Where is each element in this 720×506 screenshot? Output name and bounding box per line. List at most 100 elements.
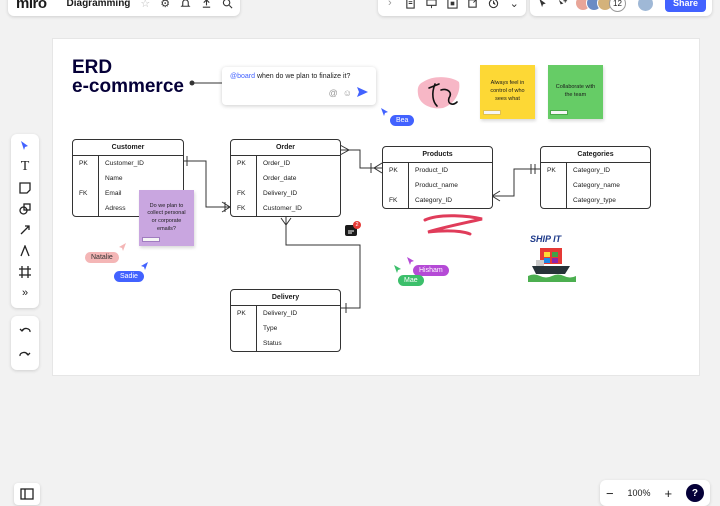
comment-count-badge: 2 [353,221,361,229]
red-scribble [423,214,483,236]
cursor-icon[interactable] [536,0,550,10]
key-cell [383,178,408,193]
topbar-collab: 12 Share [530,0,712,16]
frames-icon[interactable] [446,0,458,10]
more-tools-icon[interactable]: » [21,287,29,299]
miro-logo[interactable]: miro [16,0,47,12]
notes-icon[interactable] [405,0,417,10]
panel-toggle-button[interactable] [14,483,40,505]
entity-title: Products [383,147,492,163]
field-cell[interactable]: Status [263,340,282,347]
field-cell[interactable]: Category_ID [573,167,611,174]
key-column: PK [541,163,567,208]
user-avatar[interactable] [637,0,654,12]
field-cell[interactable]: Category_type [573,197,616,204]
avatar-stack[interactable]: 12 [575,0,626,12]
field-cell[interactable]: Product_name [415,182,458,189]
cursor-label-bea: Bea [390,115,415,126]
connector-tool-icon[interactable] [15,222,35,238]
field-cell[interactable]: Category_name [573,182,620,189]
key-column: PK [231,306,257,351]
shapes-tool-icon[interactable] [15,201,35,217]
timer-icon[interactable] [488,0,500,10]
title-line-1: ERD [72,57,113,78]
key-cell: PK [547,167,556,174]
field-cell[interactable]: Category_ID [415,197,453,204]
field-cell[interactable]: Customer_ID [263,205,302,212]
sticky-note-text: Collaborate with the team [555,84,596,98]
key-cell: PK [237,310,246,317]
field-cell[interactable]: Order_ID [263,160,291,167]
entity-title: Order [231,140,340,156]
sticky-note-yellow[interactable]: Always feel in control of who sees what [480,65,535,119]
zoom-in-button[interactable]: + [664,485,673,501]
avatar-count[interactable]: 12 [609,0,626,12]
chevron-icon[interactable]: › [388,0,392,9]
sticky-note-text: Do we plan to collect personal or corpor… [147,202,186,232]
zoom-out-button[interactable]: − [606,485,614,501]
redo-icon[interactable] [15,347,35,363]
field-cell[interactable]: Type [263,325,278,332]
cursor-label-natalie: Natalie [85,252,119,263]
products-categories-connector [492,168,540,197]
left-toolbar: T » [11,134,39,308]
sticky-reactions [483,110,501,115]
select-tool-icon[interactable] [15,138,35,154]
entity-title: Categories [541,147,650,163]
emoji-icon[interactable]: ☺ [342,88,352,98]
customer-order-connector [184,160,230,208]
zoom-level[interactable]: 100% [627,488,651,498]
reactions-icon[interactable] [555,0,569,10]
key-cell [73,201,98,216]
entity-title: Delivery [231,290,340,306]
cursor-pointer-icon [141,262,148,270]
pen-tool-icon[interactable] [15,243,35,259]
sticky-note-purple[interactable]: Do we plan to collect personal or corpor… [139,190,194,246]
field-cell[interactable]: Customer_ID [105,160,144,167]
bell-icon[interactable] [180,0,191,10]
cursor-label-sadie: Sadie [114,271,144,282]
order-delivery-connector [285,212,361,309]
at-mention-icon[interactable]: @ [328,88,338,98]
chevron-down-icon[interactable]: ⌄ [509,0,519,10]
star-icon[interactable]: ☆ [140,0,151,10]
field-cell[interactable]: Order_date [263,175,297,182]
settings-icon[interactable]: ⚙ [160,0,171,10]
key-cell: FK [79,190,88,197]
field-cell[interactable]: Delivery_ID [263,190,298,197]
text-tool-icon[interactable]: T [20,159,30,174]
sticky-note-tool-icon[interactable] [15,180,35,196]
comment-card[interactable]: @board when do we plan to finalize it? @… [222,67,376,105]
frame-tool-icon[interactable] [15,264,35,280]
ship-it-sticker[interactable]: SHIP IT [528,234,576,282]
title-line-2: e-commerce [72,76,184,97]
upload-icon[interactable] [201,0,212,10]
share-button[interactable]: Share [665,0,707,12]
field-cell[interactable]: Adress [105,205,126,212]
present-icon[interactable] [425,0,437,10]
cursor-pointer-icon [381,108,388,116]
help-button[interactable]: ? [685,484,704,502]
board-name[interactable]: Diagramming [66,0,131,9]
comment-mention: @board [230,73,256,80]
undo-icon[interactable] [15,323,35,339]
search-icon[interactable] [222,0,233,10]
sidebar-icon [20,488,34,500]
field-cell[interactable]: Product_ID [415,167,448,174]
field-cell[interactable]: Email [105,190,122,197]
comment-bubble-icon[interactable] [345,225,357,236]
hand-drawing[interactable] [415,76,463,112]
sticky-note-green[interactable]: Collaborate with the team [548,65,603,119]
field-cell[interactable]: Delivery_ID [263,310,298,317]
field-cell[interactable]: Name [105,175,123,182]
page-title[interactable]: ERD e-commerce [72,58,184,96]
send-icon[interactable] [357,87,368,99]
cards-icon[interactable] [467,0,479,10]
